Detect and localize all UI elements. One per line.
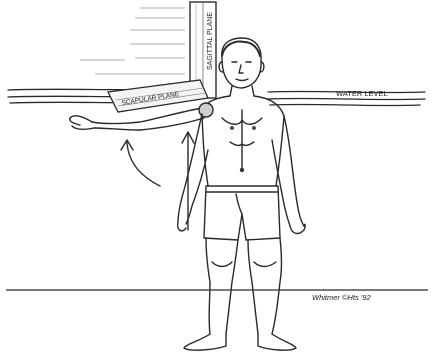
vertical-arrow xyxy=(182,132,194,230)
background-bleed-text xyxy=(80,8,185,74)
water-level-label: WATER LEVEL xyxy=(336,89,388,98)
sagittal-plane-label: SAGITTAL PLANE xyxy=(207,12,214,70)
artist-signature: Whitmer ©Hts '92 xyxy=(312,293,371,302)
motion-arrow xyxy=(121,140,160,186)
